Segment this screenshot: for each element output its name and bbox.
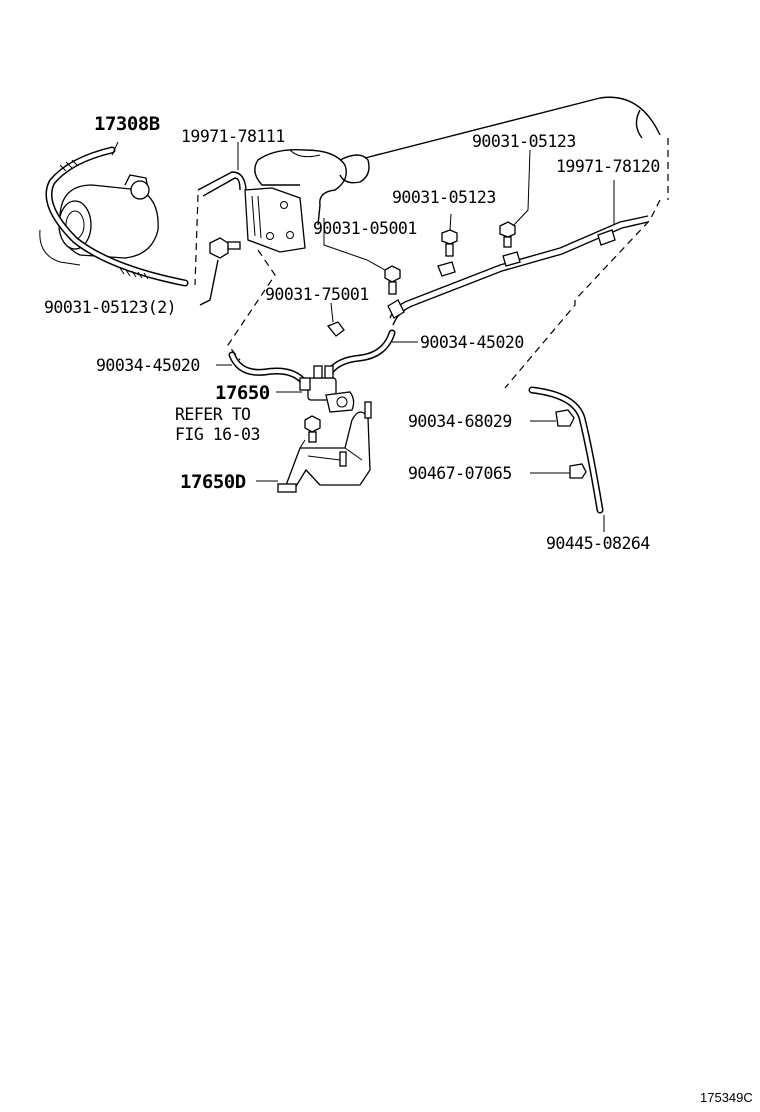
label-17650D: 17650D [180, 471, 246, 493]
clip-icon [326, 302, 345, 337]
clamp-icon-90467 [569, 463, 587, 479]
label-90031-05001: 90031-05001 [313, 219, 417, 238]
label-90031-05123-2: 90031-05123(2) [44, 298, 176, 317]
vacuum-hose-left [228, 351, 306, 384]
label-90467-07065: 90467-07065 [408, 464, 512, 483]
vacuum-hose-long [528, 386, 604, 514]
label-90034-45020-left: 90034-45020 [96, 356, 200, 375]
figure-id: 175349C [700, 1090, 753, 1105]
label-90031-05123-mid: 90031-05123 [392, 188, 496, 207]
label-17650: 17650 [215, 382, 270, 404]
label-19971-78120: 19971-78120 [556, 157, 660, 176]
turbo-assembly [39, 141, 189, 287]
label-90031-75001: 90031-75001 [265, 285, 369, 304]
callout-leaders [216, 341, 605, 532]
bolt-icon-90031-05123-mid [441, 213, 458, 257]
label-fig-ref: FIG 16-03 [175, 425, 260, 444]
label-17308B: 17308B [94, 113, 160, 135]
long-pipe [387, 180, 649, 326]
label-90034-45020-right: 90034-45020 [420, 333, 524, 352]
bolt-icon [199, 237, 241, 306]
vsv-valve [299, 365, 355, 413]
intake-outline [254, 96, 661, 226]
bolt-icon-90031-05123-top [499, 149, 531, 248]
heat-shield-bracket [197, 142, 306, 253]
label-90445-08264: 90445-08264 [546, 534, 650, 553]
vacuum-hose-right [326, 329, 396, 376]
vsv-bracket [277, 401, 372, 493]
label-90034-68029: 90034-68029 [408, 412, 512, 431]
bolt-icon-90031-05001 [323, 218, 401, 295]
label-90031-05123-top: 90031-05123 [472, 132, 576, 151]
label-19971-78111: 19971-78111 [181, 127, 285, 146]
dashed-leader-lines [194, 138, 669, 389]
clamp-icon-90034 [555, 409, 575, 427]
label-refer-to: REFER TO [175, 405, 250, 424]
bolt-icon-refer [304, 415, 321, 443]
